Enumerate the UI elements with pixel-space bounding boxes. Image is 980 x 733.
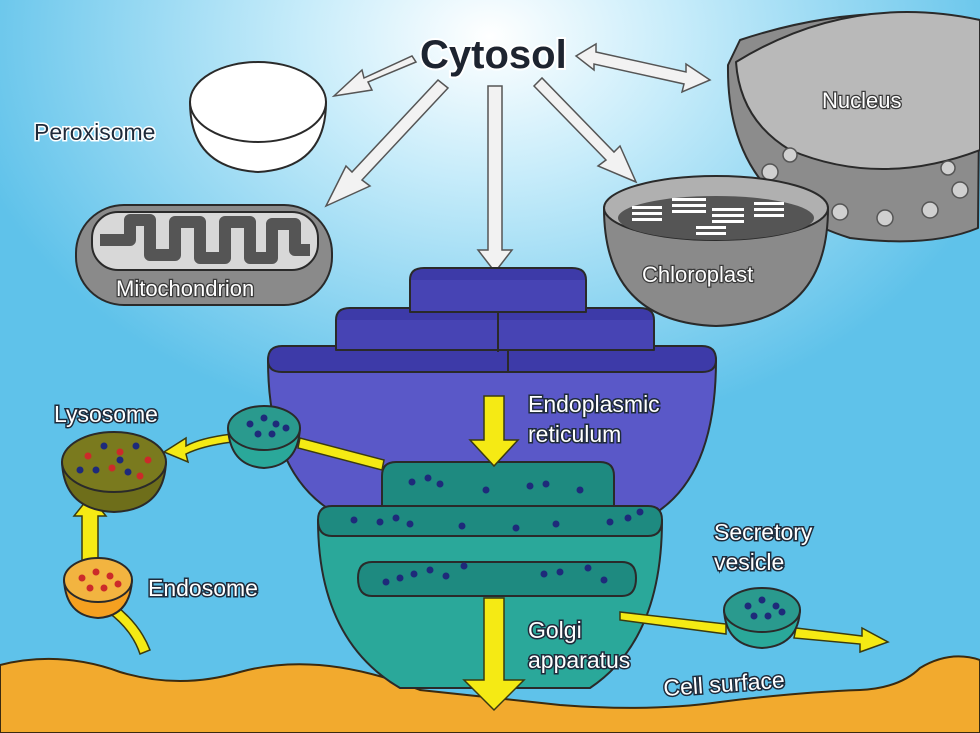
- arrow-er-to-transport-vesicle: [297, 437, 385, 471]
- label-er-line1: Endoplasmic: [528, 391, 660, 417]
- arrow-to-peroxisome: [331, 55, 418, 98]
- cell-surface-membrane: [0, 655, 980, 733]
- label-endosome: Endosome: [148, 575, 258, 601]
- label-chloroplast: Chloroplast: [642, 262, 753, 287]
- label-golgi-line1: Golgi: [528, 617, 582, 643]
- secretory-vesicle: [723, 587, 801, 649]
- label-nucleus: Nucleus: [822, 88, 901, 113]
- peroxisome: [189, 61, 327, 173]
- arrow-to-chloroplast: [532, 76, 638, 184]
- label-golgi-line2: apparatus: [528, 647, 630, 673]
- label-cytosol: Cytosol: [420, 33, 567, 77]
- transport-arrows: [72, 395, 890, 712]
- arrow-to-nucleus: [574, 42, 712, 94]
- label-secretory-line2: vesicle: [714, 549, 784, 575]
- arrow-vesicle-to-surface: [793, 626, 890, 654]
- transport-vesicle: [227, 405, 301, 469]
- arrow-golgi-to-surface: [462, 597, 526, 712]
- chloroplast: [603, 175, 829, 327]
- cytosol-arrows: [324, 42, 712, 274]
- arrow-golgi-to-vesicle: [619, 611, 727, 635]
- label-peroxisome: Peroxisome: [34, 119, 155, 145]
- arrow-to-mitochondrion: [324, 78, 450, 208]
- label-mitochondrion: Mitochondrion: [116, 276, 254, 301]
- label-secretory-line1: Secretory: [714, 519, 813, 545]
- label-lysosome: Lysosome: [54, 401, 158, 427]
- lysosome: [61, 431, 167, 513]
- arrow-vesicle-to-lysosome: [162, 433, 233, 464]
- mitochondrion: [75, 204, 333, 306]
- label-er-line2: reticulum: [528, 421, 621, 447]
- arrow-er-to-golgi: [468, 395, 520, 468]
- arrow-to-er: [476, 85, 514, 274]
- endosome: [63, 557, 133, 619]
